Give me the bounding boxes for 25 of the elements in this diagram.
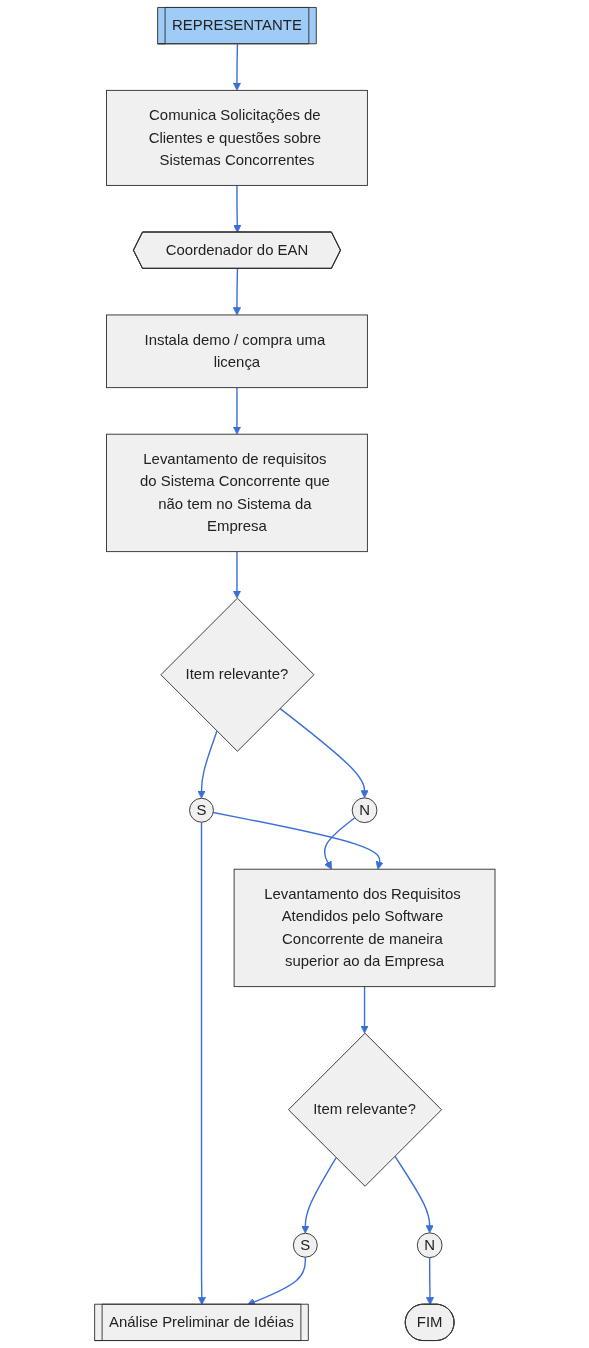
node-circle: N [416,1232,443,1259]
arrow [278,707,369,799]
node-box: Comunica Solicitações de Clientes e questões sobre Sistemas Concorrentes [105,89,368,186]
arrow [323,817,356,870]
node-diamond: Item relevante? [160,597,315,752]
node-diamond: Item relevante? [287,1032,442,1187]
node-box: Levantamento dos Requisitos Atendidos pelo Software Concorrente de maneira superior ao da Empresa [233,868,496,988]
arrow [246,1256,306,1306]
node-circle: S [292,1232,318,1258]
arrow [212,811,384,870]
arrow [393,1155,434,1234]
arrow [197,821,206,1306]
arrow [232,550,241,599]
arrow [425,1256,434,1306]
node-circle: S [188,797,214,823]
node-box: Levantamento de requisitos do Sistema Concorrente que não tem no Sistema da Empresa [105,433,368,553]
arrow [232,268,241,316]
node-circle: N [351,797,378,824]
arrow [232,43,241,91]
node-box: Instala demo / compra uma licença [105,314,368,389]
arrow [232,184,242,233]
arrow [300,1157,337,1234]
arrow [197,730,218,799]
arrow [232,386,241,435]
arrow [360,985,369,1034]
